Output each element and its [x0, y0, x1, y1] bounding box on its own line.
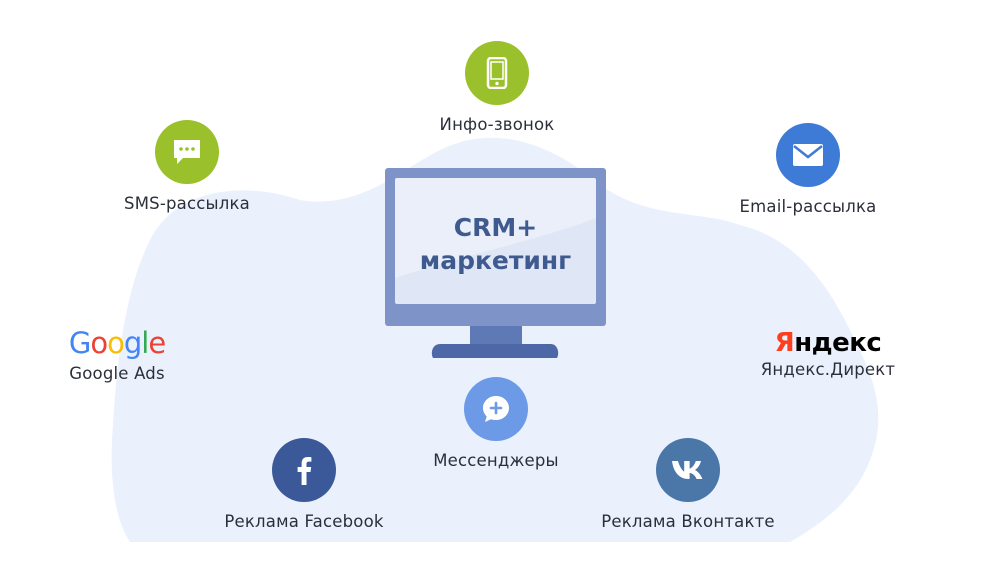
monitor-stand: [431, 326, 559, 358]
google-logo: Google: [68, 326, 166, 360]
channel-facebook[interactable]: Реклама Facebook: [204, 438, 404, 531]
channel-google-label: Google Ads: [69, 364, 165, 383]
channel-facebook-label: Реклама Facebook: [224, 512, 384, 531]
channel-email[interactable]: Email-рассылка: [723, 123, 893, 216]
channel-sms[interactable]: SMS-рассылка: [107, 120, 267, 213]
chat-plus-icon: [464, 377, 528, 441]
monitor-screen: CRM+ маркетинг: [395, 178, 596, 304]
center-title: CRM+ маркетинг: [395, 211, 596, 277]
screen-highlight: [395, 178, 596, 278]
channel-call-label: Инфо-звонок: [439, 115, 555, 134]
smartphone-icon: [465, 41, 529, 105]
monitor: CRM+ маркетинг: [385, 168, 606, 360]
vk-icon: [656, 438, 720, 502]
center-line1: CRM+: [453, 213, 538, 242]
yandex-logo: Яндекс: [774, 328, 882, 358]
channel-messenger[interactable]: Мессенджеры: [416, 377, 576, 470]
chat-dots-icon: [155, 120, 219, 184]
channel-google[interactable]: Google Google Ads: [47, 328, 187, 383]
channel-vk-label: Реклама Вконтакте: [601, 512, 775, 531]
envelope-icon: [776, 123, 840, 187]
channel-yandex-label: Яндекс.Директ: [760, 360, 896, 379]
channel-call[interactable]: Инфо-звонок: [417, 41, 577, 134]
center-line2: маркетинг: [419, 246, 572, 275]
facebook-icon: [272, 438, 336, 502]
channel-sms-label: SMS-рассылка: [124, 194, 250, 213]
channel-yandex[interactable]: Яндекс Яндекс.Директ: [748, 328, 908, 379]
channel-vk[interactable]: Реклама Вконтакте: [588, 438, 788, 531]
channel-email-label: Email-рассылка: [739, 197, 877, 216]
channel-messenger-label: Мессенджеры: [433, 451, 559, 470]
